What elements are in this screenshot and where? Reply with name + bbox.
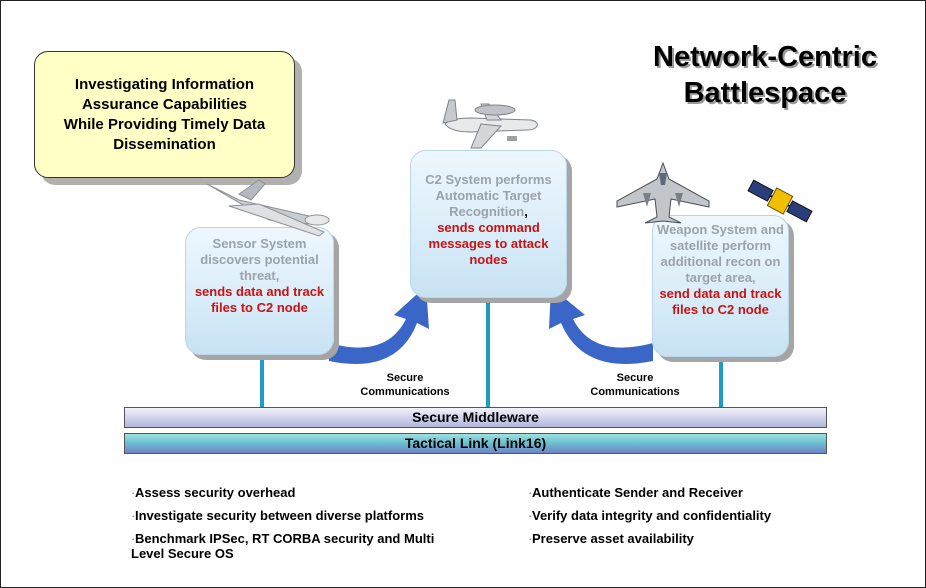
bullet-text: Assess security overhead: [135, 485, 296, 500]
secure-comm-right-line-2: Communications: [590, 386, 680, 398]
objective-line-4: Dissemination: [113, 135, 216, 153]
bullet-text: Benchmark IPSec, RT CORBA security and M…: [131, 531, 435, 561]
sensor-connector: [260, 353, 264, 408]
c2-system-node: C2 System performs Automatic Target Reco…: [410, 150, 567, 298]
satellite-icon: [747, 179, 813, 223]
list-item: ·Investigate security between diverse pl…: [131, 508, 424, 523]
list-item: ·Verify data integrity and confidentiali…: [528, 508, 772, 523]
arrow-weapon-to-c2: [549, 287, 653, 364]
objective-line-1: Investigating Information: [74, 75, 255, 93]
objective-text: Investigating Information Assurance Capa…: [52, 75, 277, 155]
objective-line-3: While Providing Timely Data: [63, 115, 266, 133]
c2-connector: [486, 296, 490, 408]
title-line-1: Network-Centric: [653, 41, 877, 73]
bullet-text: Authenticate Sender and Receiver: [532, 485, 743, 500]
list-item: ·Assess security overhead: [131, 485, 296, 500]
tactical-link-bar: Tactical Link (Link16): [124, 433, 827, 454]
secure-comm-left-label: Secure Communications: [330, 371, 480, 399]
uav-drone-icon: [206, 179, 330, 237]
objective-callout: Investigating Information Assurance Capa…: [34, 51, 295, 178]
c2-description: C2 System performs Automatic Target Reco…: [425, 172, 552, 219]
list-item: ·Benchmark IPSec, RT CORBA security and …: [131, 531, 435, 561]
weapon-description: Weapon System and satellite perform addi…: [657, 222, 784, 285]
bullet-text: Verify data integrity and confidentialit…: [532, 508, 772, 523]
left-bullet-list: ·Assess security overhead ·Investigate s…: [131, 485, 461, 569]
slide-title: Network-Centric Battlespace: [619, 39, 911, 111]
list-item: ·Preserve asset availability: [528, 531, 694, 546]
awacs-plane-icon: [442, 99, 538, 149]
fighter-jet-icon: [616, 161, 710, 224]
objective-line-2: Assurance Capabilities: [81, 95, 248, 113]
bullet-text: Investigate security between diverse pla…: [135, 508, 424, 523]
arrow-sensor-to-c2: [329, 286, 429, 364]
title-line-2: Battlespace: [683, 77, 847, 109]
sensor-action: sends data and track files to C2 node: [194, 284, 325, 315]
secure-middleware-bar: Secure Middleware: [124, 407, 827, 428]
c2-action: sends command messages to attack nodes: [428, 220, 549, 267]
sensor-description: Sensor System discovers potential threat…: [200, 236, 319, 283]
c2-punctuation: ,: [524, 204, 528, 219]
secure-comm-right-line-1: Secure: [616, 372, 654, 384]
weapon-action: send data and track files to C2 node: [659, 286, 782, 317]
weapon-system-node: Weapon System and satellite perform addi…: [652, 215, 789, 357]
right-bullet-list: ·Authenticate Sender and Receiver ·Verif…: [528, 485, 898, 554]
secure-comm-right-label: Secure Communications: [560, 371, 710, 399]
weapon-connector: [719, 353, 723, 408]
sensor-system-node: Sensor System discovers potential threat…: [185, 227, 334, 355]
list-item: ·Authenticate Sender and Receiver: [528, 485, 743, 500]
secure-comm-left-line-1: Secure: [386, 372, 424, 384]
secure-comm-left-line-2: Communications: [360, 386, 450, 398]
bullet-text: Preserve asset availability: [532, 531, 694, 546]
